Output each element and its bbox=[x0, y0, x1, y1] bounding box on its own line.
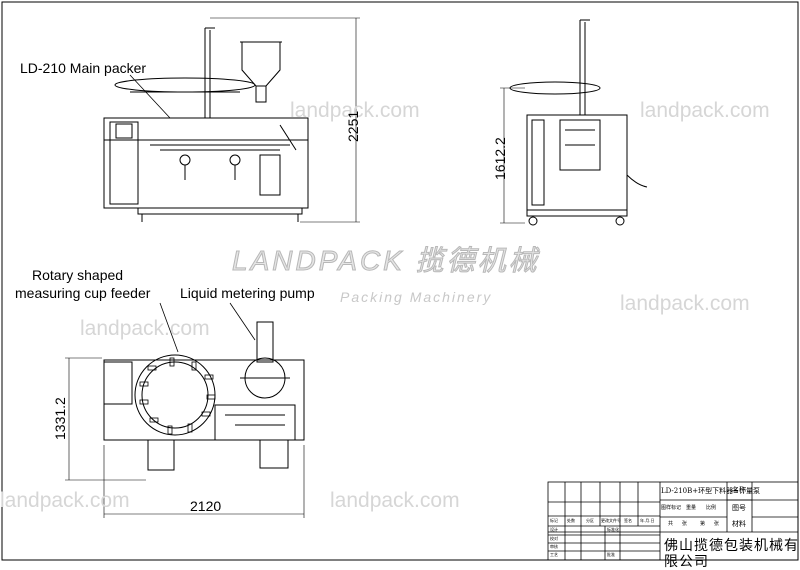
title-block bbox=[547, 481, 799, 561]
label-main-packer: LD-210 Main packer bbox=[20, 60, 147, 76]
watermark-site: landpack.com bbox=[0, 489, 130, 512]
rev-col: 更改文件号 bbox=[601, 518, 621, 523]
label-pump: Liquid metering pump bbox=[180, 285, 315, 301]
role: 设计 bbox=[550, 527, 558, 532]
role: 校对 bbox=[550, 536, 558, 541]
rev-col: 签名 bbox=[624, 518, 632, 523]
dim-top-depth: 1331.2 bbox=[52, 397, 68, 440]
sheet2: 张 bbox=[714, 521, 720, 527]
watermark-site: landpack.com bbox=[330, 489, 460, 512]
watermark-logo: LANDPACK 揽德机械 bbox=[232, 245, 540, 276]
material-label: 材料 bbox=[732, 520, 746, 528]
side-view bbox=[500, 19, 648, 226]
watermark-site: landpack.com bbox=[640, 99, 770, 122]
company-name: 佛山揽德包装机械有限公司 bbox=[664, 538, 799, 570]
dim-front-height: 2251 bbox=[345, 110, 361, 142]
drawing-name: LD-210B+环型下料器+计量泵 bbox=[661, 487, 760, 495]
drawing-no-label: 图号 bbox=[732, 504, 746, 512]
front-view bbox=[103, 17, 360, 223]
total: 共 bbox=[668, 521, 674, 527]
name-label: 名称 bbox=[732, 486, 746, 494]
weight: 重量 bbox=[686, 505, 697, 511]
label-feeder-line1: Rotary shaped bbox=[32, 267, 124, 283]
dim-side-height: 1612.2 bbox=[492, 137, 508, 180]
rev-col: 标记 bbox=[550, 518, 558, 523]
scale: 比例 bbox=[706, 505, 717, 511]
watermark-site: landpack.com bbox=[290, 99, 420, 122]
sample-mark: 图样标记 bbox=[661, 505, 682, 511]
top-view bbox=[65, 302, 305, 518]
page: 第 bbox=[700, 521, 706, 527]
approve: 批准 bbox=[607, 552, 615, 557]
role: 工艺 bbox=[550, 552, 558, 557]
watermark-site: landpack.com bbox=[80, 317, 210, 340]
label-feeder-line2: measuring cup feeder bbox=[15, 285, 151, 301]
rev-col: 分区 bbox=[586, 518, 594, 523]
watermark-site: landpack.com bbox=[620, 292, 750, 315]
standardization: 标准化 bbox=[607, 527, 619, 532]
dim-top-width: 2120 bbox=[190, 498, 222, 514]
sheet: 张 bbox=[682, 521, 688, 527]
rev-col: 处数 bbox=[567, 518, 575, 523]
watermark-tagline: Packing Machinery bbox=[340, 289, 493, 305]
rev-col: 年.月.日 bbox=[640, 518, 655, 523]
role: 审核 bbox=[550, 544, 558, 549]
